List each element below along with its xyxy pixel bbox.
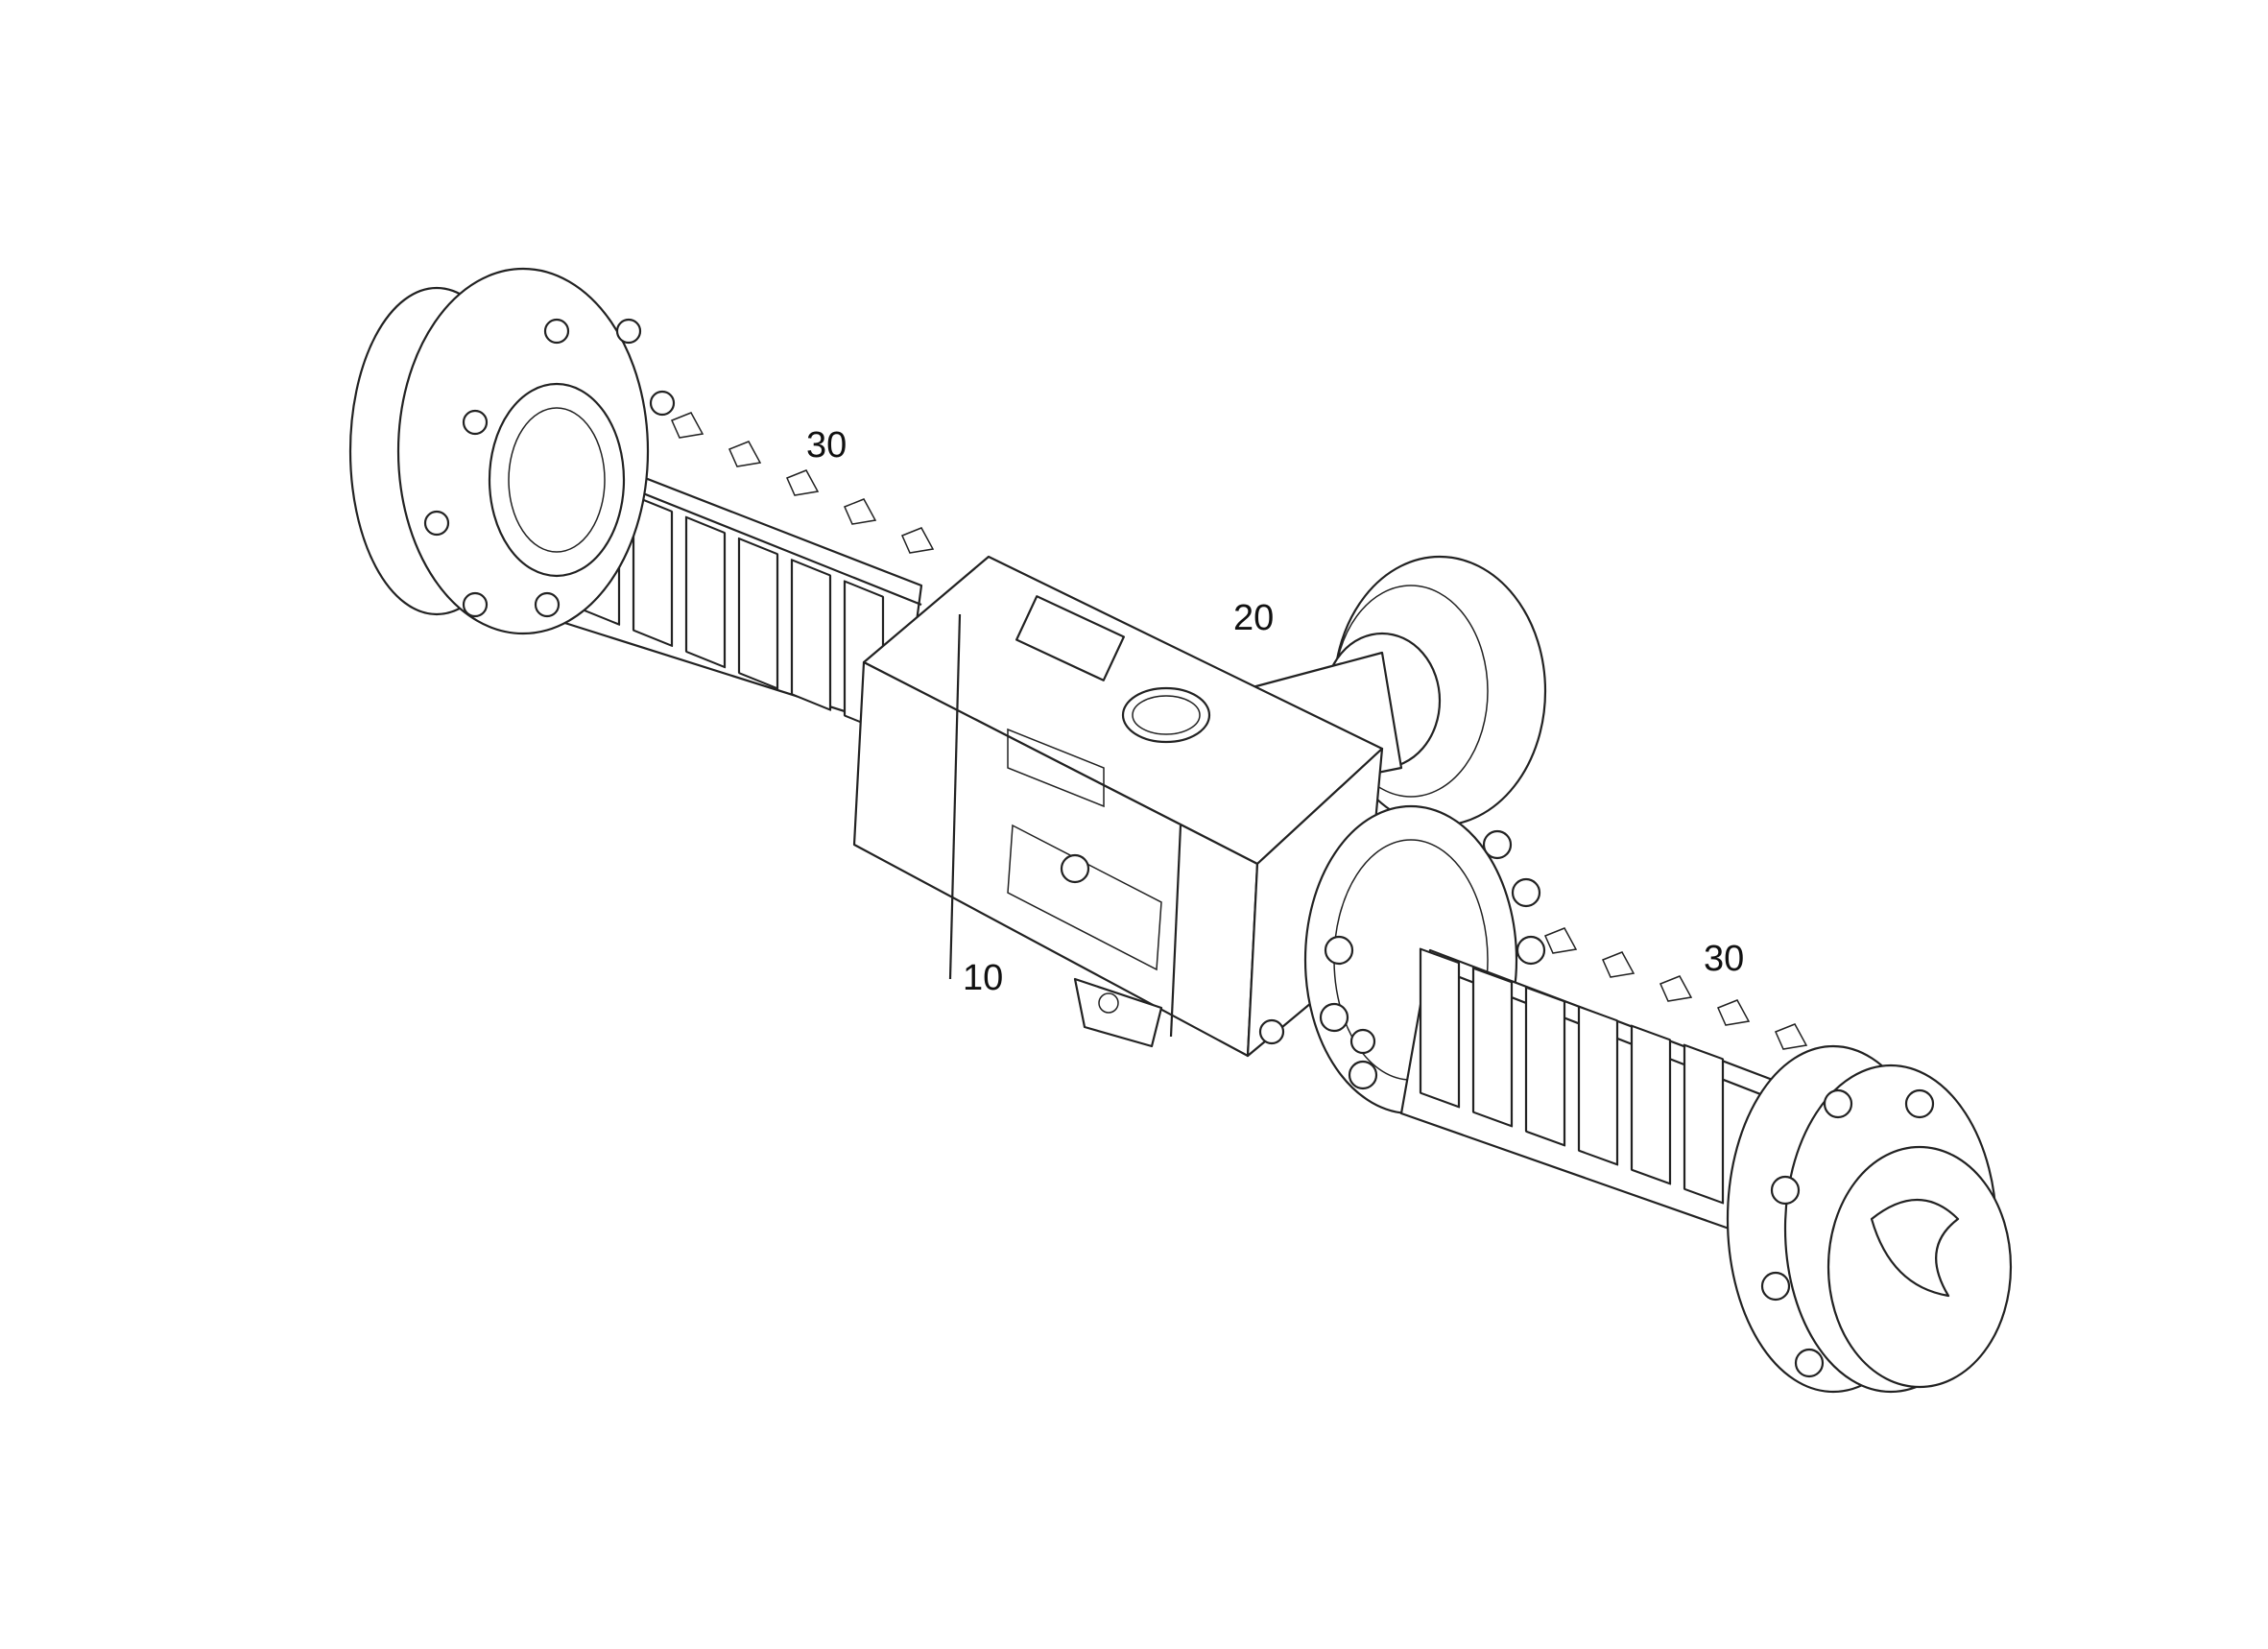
right-axle-arm — [1399, 927, 1808, 1240]
left-wheel-hub — [348, 267, 676, 635]
right-wheel-hub — [1726, 1044, 2013, 1394]
callout-20: 20 — [1233, 598, 1275, 638]
callout-30-left: 30 — [806, 425, 848, 466]
callout-10: 10 — [963, 958, 1004, 998]
callout-30-right: 30 — [1704, 939, 1745, 979]
differential-carrier — [852, 555, 1384, 1058]
